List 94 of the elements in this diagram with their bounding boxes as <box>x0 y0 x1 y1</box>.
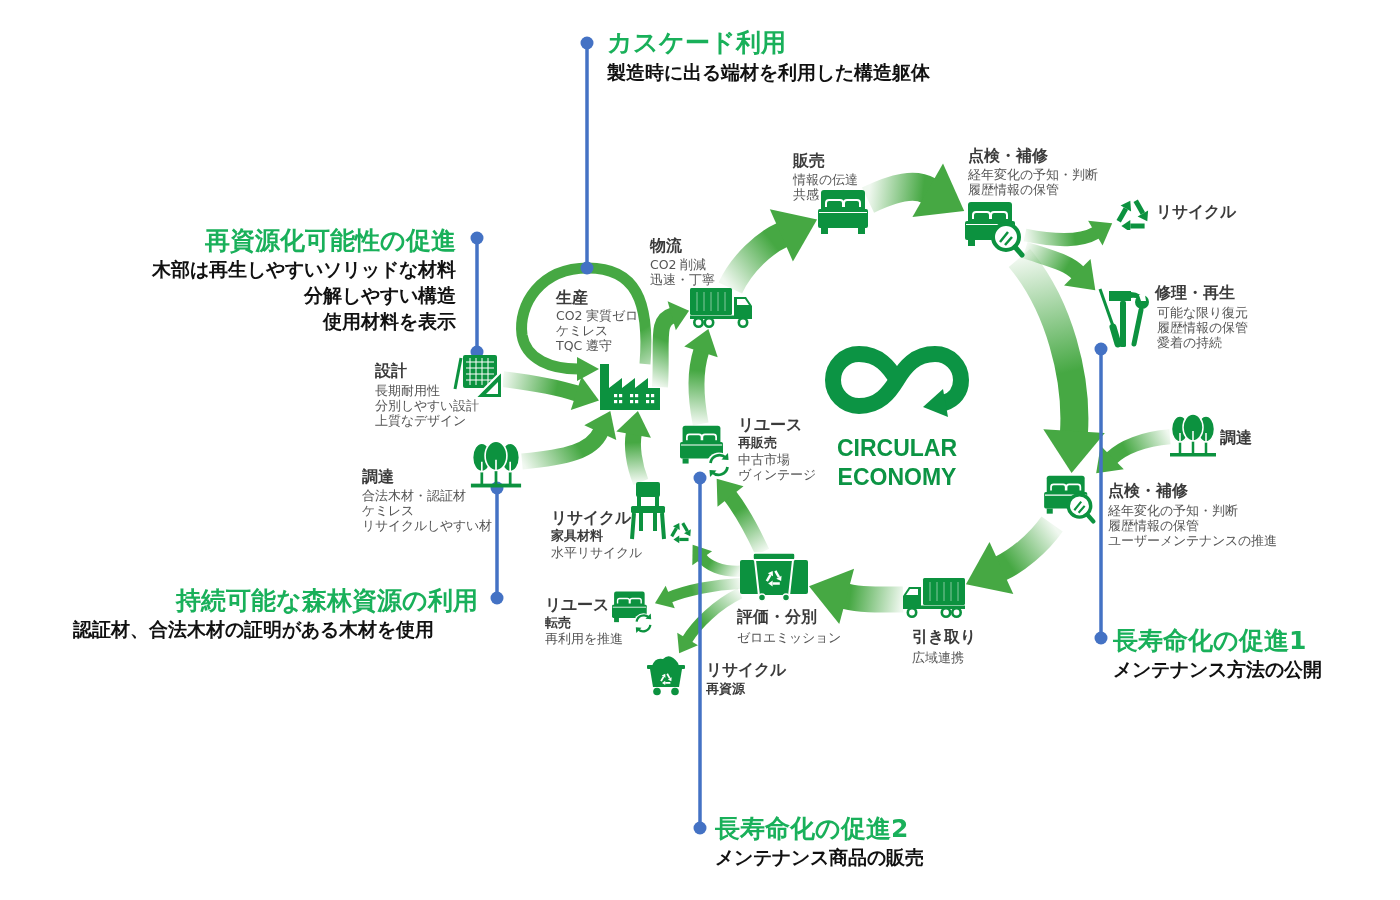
stage-note: ケミレス <box>556 323 608 339</box>
bed-refresh-icon <box>680 424 732 478</box>
stage-title: 調達 <box>362 467 394 487</box>
stage-note: 水平リサイクル <box>551 545 642 561</box>
stage-title: 調達 <box>1220 428 1252 448</box>
factory-icon <box>600 364 660 410</box>
stage-title: 修理・再生 <box>1155 283 1235 303</box>
flow-arrow <box>1008 249 1105 474</box>
stage-title: リサイクル <box>1156 202 1236 222</box>
stage-note: 中古市場 <box>738 452 790 468</box>
stage-title: リサイクル <box>551 508 631 528</box>
flow-arrow <box>654 577 741 609</box>
stage-title: 点検・補修 <box>968 146 1048 166</box>
stage-subtitle: 転売 <box>545 615 571 631</box>
flow-arrow <box>1095 429 1171 473</box>
stage-note: CO2 実質ゼロ <box>556 308 639 324</box>
callout-text: 使用材料を表示 <box>323 309 456 334</box>
stage-note: CO2 削減 <box>650 257 707 273</box>
trees-icon <box>470 440 522 488</box>
callout-heading: カスケード利用 <box>607 27 786 59</box>
stage-note: 合法木材・認証材 <box>362 488 466 504</box>
truck-icon <box>903 578 965 618</box>
stage-note: 可能な限り復元 <box>1157 305 1248 321</box>
stage-note: 長期耐用性 <box>375 383 440 399</box>
drafting-icon <box>453 352 503 400</box>
stage-subtitle: 家具材料 <box>551 528 603 544</box>
stage-note: ゼロエミッション <box>737 630 841 646</box>
callout-text: 製造時に出る端材を利用した構造躯体 <box>607 60 930 85</box>
callout-text: 木部は再生しやすいソリッドな材料 <box>152 257 456 282</box>
flow-arrow <box>808 568 904 625</box>
stage-note: 広域連携 <box>912 650 964 666</box>
tools-icon <box>1096 287 1150 349</box>
stage-title: 点検・補修 <box>1108 481 1188 501</box>
flow-arrow <box>502 371 600 411</box>
flow-arrow <box>691 545 740 577</box>
bins-icon <box>740 552 808 602</box>
stage-note: 履歴情報の保管 <box>1157 320 1248 336</box>
flow-arrow <box>521 411 616 470</box>
callout-heading: 再資源化可能性の促進 <box>205 225 456 257</box>
stage-title: 引き取り <box>912 627 976 647</box>
leader-line <box>693 471 707 835</box>
loop-arrow <box>516 262 652 381</box>
flow-arrow <box>966 516 1063 594</box>
callout-text: メンテナンス方法の公開 <box>1113 657 1322 682</box>
stage-note: 共感 <box>793 187 819 203</box>
bed-refresh-icon <box>612 590 654 634</box>
stage-title: 設計 <box>375 361 407 381</box>
callout-heading: 持続可能な森林資源の利用 <box>176 585 478 617</box>
stage-title: 生産 <box>556 288 588 308</box>
stage-title: 販売 <box>793 151 825 171</box>
stage-note: TQC 遵守 <box>556 338 613 354</box>
stage-note: ユーザーメンテナンスの推進 <box>1108 533 1277 549</box>
stage-note: 再利用を推進 <box>545 631 623 647</box>
stage-title: 評価・分別 <box>737 607 817 627</box>
leader-line <box>580 36 594 275</box>
callout-heading: 長寿命化の促進2 <box>715 813 909 845</box>
stage-note: 分別しやすい設計 <box>375 398 479 414</box>
stage-subtitle: 再販売 <box>738 435 777 451</box>
stage-note: 上質なデザイン <box>375 413 466 429</box>
stage-note: 迅速・丁寧 <box>650 272 715 288</box>
flow-arrow <box>616 410 652 485</box>
truck-icon <box>690 288 752 328</box>
callout-text: メンテナンス商品の販売 <box>715 845 924 870</box>
flow-arrow <box>1022 241 1097 290</box>
bed-magnifier-icon <box>965 200 1025 258</box>
leader-line <box>490 481 504 605</box>
stage-title: リユース <box>738 415 802 435</box>
stage-subtitle: 再資源 <box>706 681 745 697</box>
stage-note: 情報の伝達 <box>793 172 858 188</box>
bed-icon <box>818 188 868 236</box>
flow-arrow <box>684 328 718 426</box>
flow-arrow <box>677 588 743 653</box>
recycling-cart-icon <box>647 654 685 696</box>
stage-note: 経年変化の予知・判断 <box>968 167 1098 183</box>
callout-heading: 長寿命化の促進1 <box>1113 625 1307 657</box>
stage-note: 履歴情報の保管 <box>1108 518 1199 534</box>
stage-note: リサイクルしやすい材 <box>362 518 492 534</box>
stage-title: リサイクル <box>706 660 786 680</box>
stage-note: 愛着の持続 <box>1157 335 1222 351</box>
stage-note: 経年変化の予知・判断 <box>1108 503 1238 519</box>
leader-line <box>1094 342 1108 645</box>
callout-text: 認証材、合法木材の証明がある木材を使用 <box>73 617 434 642</box>
stage-note: ケミレス <box>362 503 414 519</box>
callout-text: 分解しやすい構造 <box>304 283 456 308</box>
trees-icon <box>1170 413 1216 457</box>
stage-title: 物流 <box>650 236 682 256</box>
stage-note: ヴィンテージ <box>738 467 816 483</box>
concept-title: CIRCULAR ECONOMY <box>835 434 959 492</box>
flow-arrow <box>652 302 689 388</box>
stage-title: リユース <box>545 595 609 615</box>
stage-note: 履歴情報の保管 <box>968 182 1059 198</box>
flow-arrow <box>1023 220 1113 247</box>
chair-recycle-icon <box>630 482 694 544</box>
bed-magnifier-icon <box>1043 474 1097 524</box>
